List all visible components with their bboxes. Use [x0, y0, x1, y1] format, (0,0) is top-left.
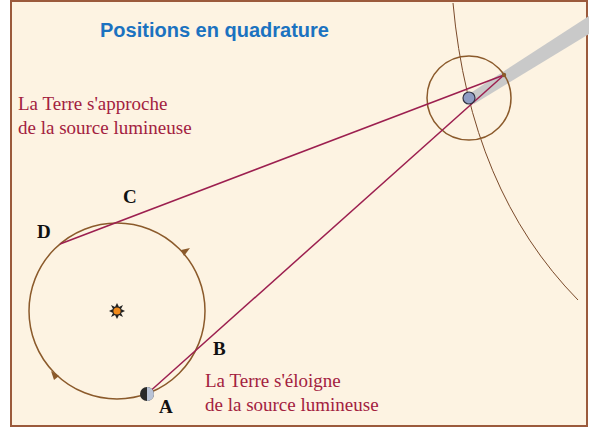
label-text: La Terre s'éloigne de la source lumineus…: [205, 370, 379, 415]
line-break-spacer: [344, 369, 382, 371]
label-text: D: [37, 221, 51, 242]
earth-orbit: [29, 223, 205, 399]
frame: [11, 1, 587, 426]
diagram-title: Positions en quadrature: [100, 18, 329, 42]
position-letter: C: [123, 186, 137, 208]
line-break-spacer: [170, 92, 195, 94]
io-satellite: [502, 73, 506, 77]
jupiter-orbit: [453, 3, 578, 300]
position-letter: D: [37, 221, 51, 243]
sun-rays: [109, 303, 125, 319]
jupiter-shadow: [472, 16, 589, 104]
sun-symbol: [113, 307, 120, 314]
jupiter-planet: [463, 92, 475, 104]
motion-note: La Terre s'approche de la source lumineu…: [18, 92, 195, 140]
label-text: A: [159, 396, 173, 417]
label-text: C: [123, 186, 137, 207]
light-ray: [147, 75, 504, 394]
title-text: Positions en quadrature: [100, 19, 329, 41]
earth-planet: [140, 387, 154, 401]
orbit-arrow: [181, 248, 190, 256]
io-orbit: [427, 56, 511, 140]
earth-lit-side: [147, 387, 154, 401]
position-letter: A: [159, 396, 173, 418]
label-text: B: [213, 338, 226, 359]
position-letter: B: [213, 338, 226, 360]
label-text: La Terre s'approche de la source lumineu…: [18, 93, 192, 138]
motion-note: La Terre s'éloigne de la source lumineus…: [205, 369, 382, 417]
orbit-arrow: [51, 371, 59, 380]
